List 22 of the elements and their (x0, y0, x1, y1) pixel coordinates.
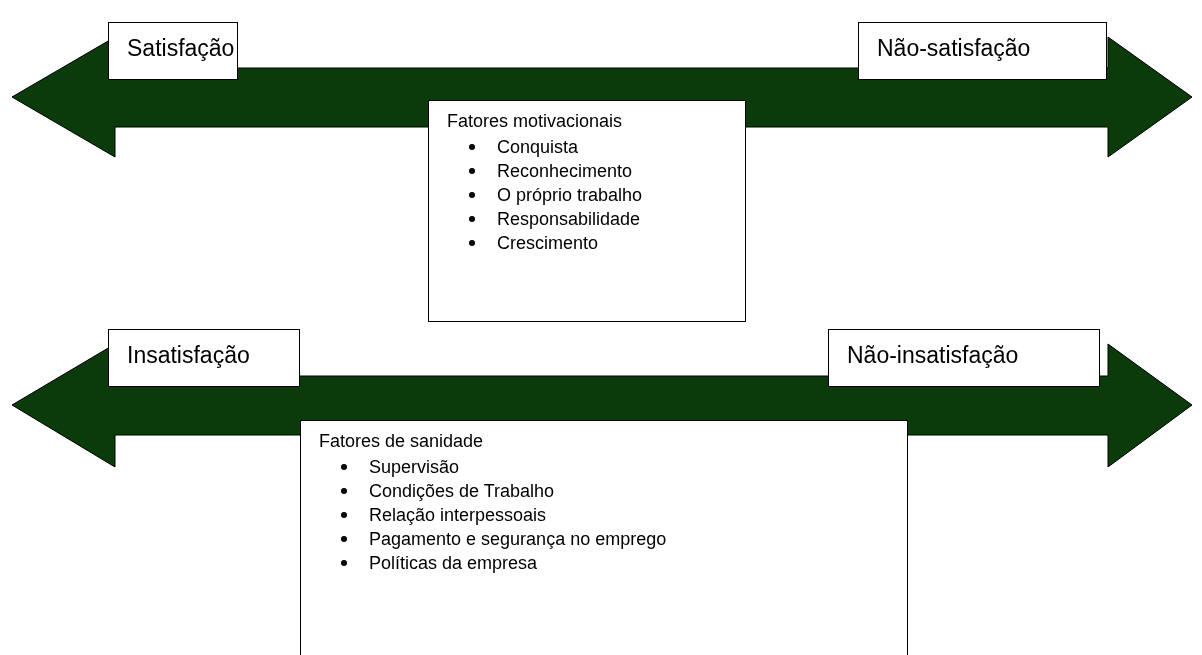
label-box (858, 22, 1107, 80)
list-heading: Fatores motivacionais (447, 110, 624, 133)
bullet-item: Crescimento (497, 232, 599, 255)
box-label: Insatisfação (127, 342, 250, 368)
box-label: Satisfação (127, 35, 235, 61)
bullet-item: Responsabilidade (497, 208, 641, 231)
bullet-item: Relação interpessoais (369, 504, 547, 527)
box-label: Não-insatisfação (847, 342, 1019, 368)
bullet-item: O próprio trabalho (497, 184, 643, 207)
factor-list-box (428, 100, 746, 322)
bullet-item: Pagamento e segurança no emprego (369, 528, 667, 551)
bullet-item: Conquista (497, 136, 579, 159)
bullet-item: Políticas da empresa (369, 552, 538, 575)
bullet-item: Reconhecimento (497, 160, 633, 183)
label-box (828, 329, 1100, 387)
factor-list-box (300, 420, 908, 655)
bullet-item: Condições de Trabalho (369, 480, 555, 503)
label-box (108, 329, 300, 387)
box-label: Não-satisfação (877, 35, 1031, 61)
bullet-item: Supervisão (369, 456, 460, 479)
list-heading: Fatores de sanidade (319, 430, 485, 453)
label-box (108, 22, 238, 80)
